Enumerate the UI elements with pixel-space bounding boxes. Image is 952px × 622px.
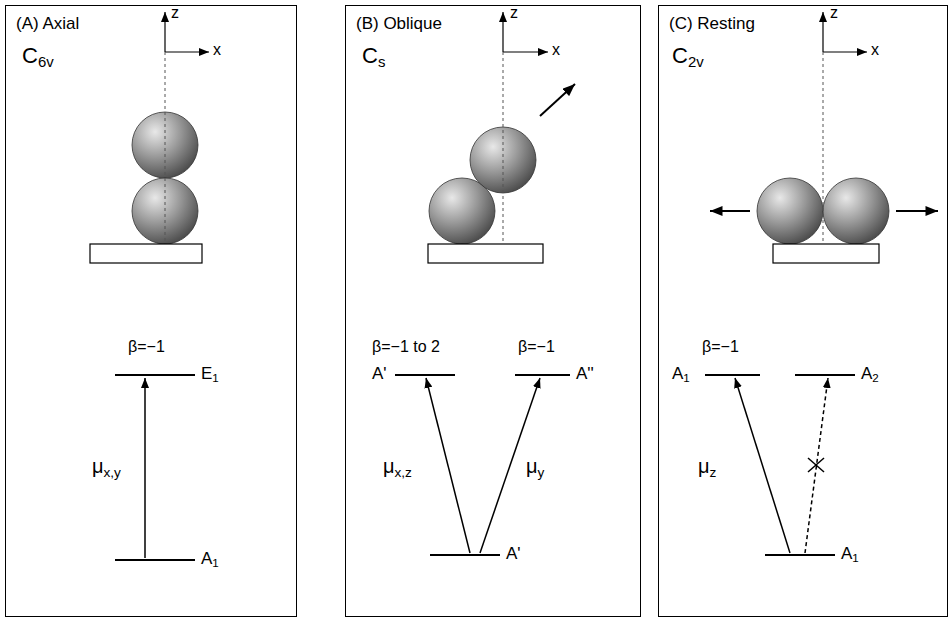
beta-value: β=−1	[702, 338, 739, 356]
panel-heading: (B) Oblique	[356, 14, 640, 34]
energy-level	[115, 374, 195, 376]
state-label: A'	[506, 545, 521, 564]
forbidden-cross	[808, 458, 824, 472]
energy-level	[705, 374, 760, 376]
z-axis	[164, 12, 165, 52]
substrate	[773, 244, 879, 263]
point-group: C2v	[672, 44, 704, 68]
panel-heading: (A) Axial	[16, 14, 296, 34]
axis-label: z	[171, 4, 179, 22]
motion-arrow	[710, 210, 750, 212]
motion-arrow	[896, 210, 938, 212]
energy-level	[430, 554, 500, 556]
symmetry-axis	[165, 52, 166, 244]
beta-value: β=−1	[128, 338, 165, 356]
dipole-label: μx,y	[92, 455, 121, 477]
state-label: A2	[861, 365, 879, 384]
dipole-label: μx,z	[383, 455, 412, 477]
state-label: A1	[672, 365, 690, 384]
beta-value: β=−1	[518, 338, 555, 356]
forbidden-transition	[805, 378, 828, 553]
axis-label: x	[213, 41, 221, 59]
state-label: A1	[841, 545, 859, 564]
energy-level	[765, 554, 835, 556]
x-axis	[165, 51, 209, 52]
axis-label: x	[871, 41, 879, 59]
state-label: A1	[201, 550, 219, 569]
panel-frame: (C) Resting	[658, 5, 948, 617]
state-label: A''	[576, 365, 594, 384]
axis-label: z	[510, 4, 518, 22]
energy-level	[395, 374, 455, 376]
panel-frame: (B) Oblique	[345, 5, 641, 617]
transition-arrow	[735, 378, 790, 553]
z-axis	[502, 12, 503, 52]
beta-value: β=−1 to 2	[372, 338, 440, 356]
axis-label: z	[830, 4, 838, 22]
energy-level	[795, 374, 855, 376]
energy-level	[115, 559, 195, 561]
x-axis	[823, 51, 867, 52]
dipole-label: μy	[526, 455, 544, 477]
z-axis	[822, 12, 823, 52]
state-label: A'	[372, 365, 387, 384]
substrate	[90, 244, 202, 263]
transition-arrow	[144, 378, 146, 558]
point-group: C6v	[22, 44, 54, 68]
forbidden-cross	[808, 458, 824, 472]
panel-heading: (C) Resting	[669, 14, 947, 34]
motion-arrow	[540, 84, 575, 116]
atom-sphere	[823, 178, 889, 244]
dipole-label: μz	[698, 455, 716, 477]
x-axis	[503, 51, 548, 52]
transition-arrow	[480, 378, 540, 553]
panel-frame: (A) Axial	[5, 5, 297, 617]
state-label: E1	[201, 365, 219, 384]
symmetry-axis	[823, 52, 824, 244]
point-group: Cs	[362, 44, 385, 68]
atom-sphere	[757, 178, 823, 244]
energy-level	[515, 374, 570, 376]
substrate	[428, 244, 543, 263]
symmetry-axis	[503, 52, 504, 244]
axis-label: x	[552, 41, 560, 59]
transition-arrow	[426, 378, 470, 553]
